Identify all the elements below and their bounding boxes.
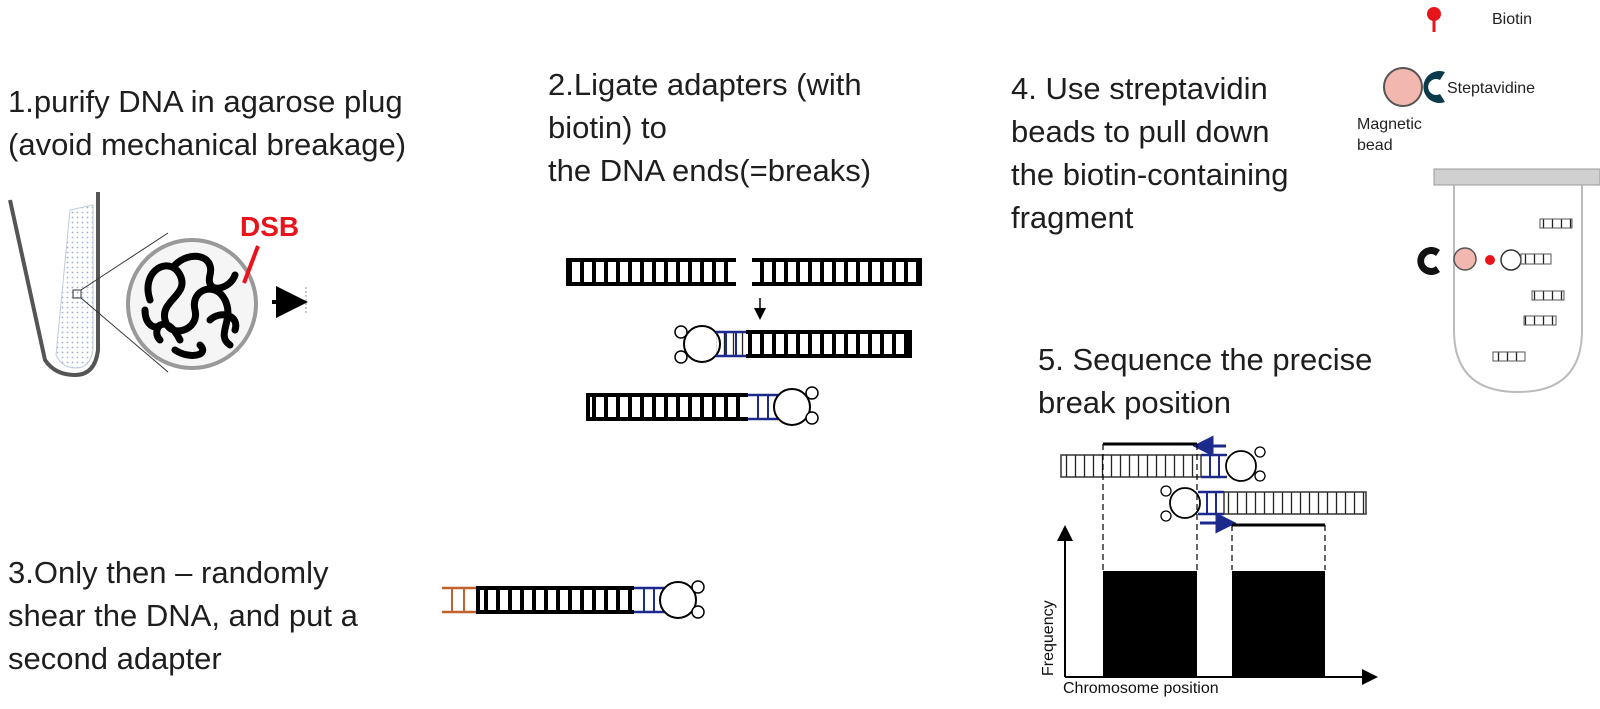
biotin-icon — [1427, 7, 1441, 32]
frequency-bar-2 — [1232, 571, 1325, 677]
x-axis-label: Chromosome position — [1063, 680, 1219, 697]
sheared-fragment — [442, 580, 705, 619]
magnetic-bead-icon — [1383, 67, 1423, 107]
broken-dna-right — [752, 258, 922, 286]
sequencing-read-right — [1160, 485, 1367, 534]
ligated-fragment-right — [674, 325, 912, 364]
pulldown-tube — [1417, 168, 1600, 394]
streptavidine-icon — [1423, 71, 1445, 103]
frequency-bar-1 — [1103, 571, 1197, 677]
dsb-label: DSB — [240, 211, 300, 242]
legend-streptavidine-label: Steptavidine — [1447, 80, 1536, 97]
step-1-text: 1.purify DNA in agarose plug (avoid mech… — [8, 84, 407, 162]
sequencing-read-left — [1060, 435, 1266, 482]
legend-bead-label: Magnetic bead — [1357, 116, 1422, 154]
step-3-text: 3.Only then – randomly shear the DNA, an… — [8, 555, 358, 676]
step-5-text: 5. Sequence the precise break position — [1038, 342, 1373, 420]
y-axis-label: Frequency — [1040, 600, 1057, 676]
ligated-fragment-left — [586, 386, 819, 426]
broken-dna-left — [566, 258, 736, 286]
dsb-mark — [242, 245, 260, 284]
step-2-text: 2.Ligate adapters (with biotin) to the D… — [548, 67, 872, 188]
magnet-icon — [1417, 246, 1440, 275]
legend-biotin-label: Biotin — [1492, 11, 1533, 28]
step-4-text: 4. Use streptavidin beads to pull down t… — [1011, 71, 1289, 235]
dashed-guides — [1102, 444, 1326, 570]
nucleus-zoom-circle — [126, 238, 260, 370]
agarose-plug-tube — [8, 192, 169, 378]
